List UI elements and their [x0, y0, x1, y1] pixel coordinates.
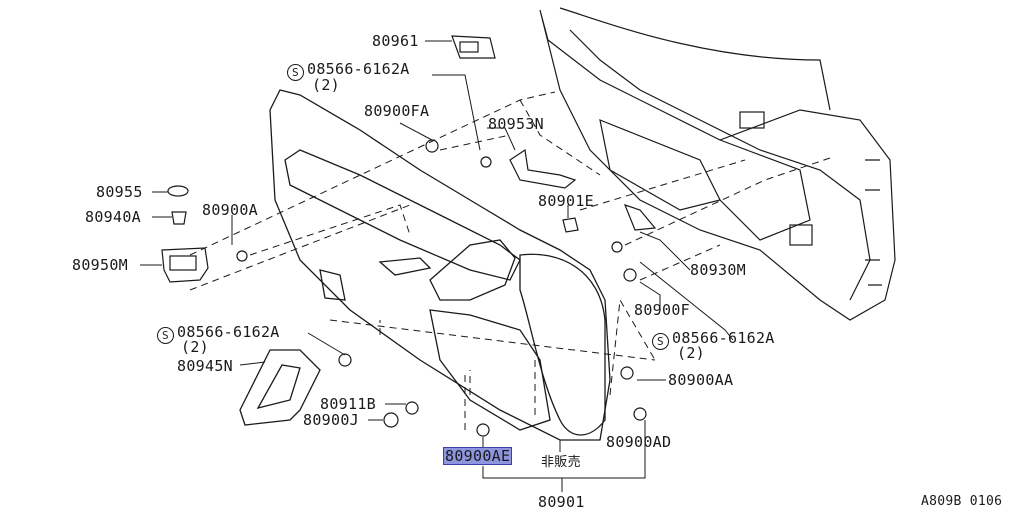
callout-08566-top-text: 08566-6162A — [307, 60, 410, 78]
callout-08566-right-qty: (2) — [677, 344, 705, 362]
callout-80900AD: 80900AD — [606, 433, 672, 451]
screw-symbol: S — [652, 333, 669, 350]
not-for-sale-note: 非販売 — [541, 455, 581, 470]
part-80911B — [405, 401, 419, 415]
callout-80911B: 80911B — [320, 395, 376, 413]
callout-80900AE-highlighted[interactable]: 80900AE — [443, 447, 513, 465]
door-hole — [739, 111, 765, 129]
map-pocket — [519, 253, 606, 436]
callout-80950M: 80950M — [72, 256, 128, 274]
pull-handle-80945N — [239, 349, 321, 426]
door-frame-inner — [569, 29, 871, 301]
part-80950M — [161, 247, 209, 283]
callout-80940A: 80940A — [85, 208, 141, 226]
screw-symbol: S — [287, 64, 304, 81]
diagram-code: A809B 0106 — [921, 494, 1003, 509]
door-hole — [789, 224, 813, 246]
door-frame-edge — [559, 7, 831, 111]
callout-08566-left-text: 08566-6162A — [177, 323, 280, 341]
callout-80900F: 80900F — [634, 301, 690, 319]
callout-80945N: 80945N — [177, 357, 233, 375]
part-80930M — [623, 204, 657, 231]
screw-symbol: S — [157, 327, 174, 344]
part-80901E — [562, 217, 579, 233]
callout-80901: 80901 — [538, 493, 585, 510]
part-80900A — [236, 250, 248, 262]
part-80900AE — [476, 423, 490, 437]
callout-80901E: 80901E — [538, 192, 594, 210]
door-frame-outline — [539, 9, 896, 321]
part-80940A — [171, 211, 187, 225]
callout-80900FA: 80900FA — [364, 102, 430, 120]
armrest-handle — [429, 239, 516, 301]
part-80953N — [509, 148, 577, 189]
callout-80900J: 80900J — [303, 411, 359, 429]
part-80900AA — [620, 366, 634, 380]
callout-80955: 80955 — [96, 183, 143, 201]
callout-80961: 80961 — [372, 32, 419, 50]
callout-80900AA: 80900AA — [668, 371, 734, 389]
part-80900AD — [633, 407, 647, 421]
part-80900J — [383, 412, 399, 428]
door-trim-panel — [269, 89, 611, 441]
part-80961 — [451, 35, 496, 59]
callout-08566-right-text: 08566-6162A — [672, 329, 775, 347]
callout-08566-left-qty: (2) — [181, 338, 209, 356]
switch-bezel — [319, 269, 346, 301]
part-80900F — [623, 268, 637, 282]
part-08566-left — [338, 353, 352, 367]
callout-80930M: 80930M — [690, 261, 746, 279]
part-80955 — [167, 185, 189, 197]
callout-08566-top-qty: (2) — [312, 76, 340, 94]
callout-80900A: 80900A — [202, 201, 258, 219]
callout-80953N: 80953N — [488, 115, 544, 133]
